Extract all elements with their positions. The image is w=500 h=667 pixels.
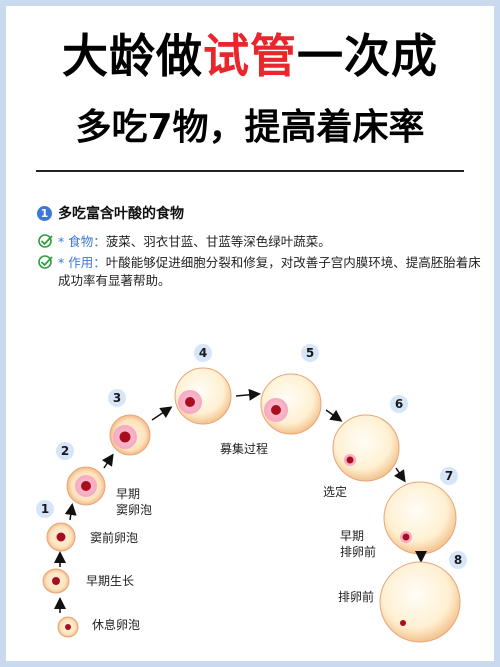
follicle-stage-5 — [260, 373, 322, 435]
check-icon — [38, 255, 53, 269]
stage-badge-2: 2 — [56, 442, 74, 460]
label-preantral: 窦前卵泡 — [90, 531, 139, 545]
follicle-stage-7 — [383, 481, 457, 555]
follicle-stage-3 — [109, 414, 151, 456]
follicle-early-growth — [42, 568, 70, 594]
follicle-stage-8 — [379, 561, 461, 643]
check-icon — [38, 234, 53, 248]
label-recruitment: 募集过程 — [220, 442, 269, 456]
stage-badge-1: 1 — [36, 500, 54, 518]
title-highlight: 试管 — [203, 29, 297, 83]
stage-badge-8: 8 — [449, 551, 467, 569]
follicle-diagram — [42, 367, 461, 643]
page-title: 大龄做试管一次成 — [62, 29, 438, 83]
section-number-badge: 1 — [37, 206, 52, 221]
label-early-growth: 早期生长 — [86, 574, 135, 588]
stage-badge-5: 5 — [301, 344, 319, 362]
stage-badge-4: 4 — [194, 344, 212, 362]
stage-badge-3: 3 — [108, 389, 126, 407]
divider — [36, 170, 464, 172]
page-subtitle: 多吃7物，提高着床率 — [75, 107, 425, 148]
label-preovulatory: 排卵前 — [338, 590, 375, 604]
follicle-stage-4 — [174, 367, 232, 425]
stage-badge-7: 7 — [440, 467, 458, 485]
follicle-resting — [57, 616, 79, 638]
stage-badge-6: 6 — [390, 395, 408, 413]
follicle-preantral — [46, 522, 76, 552]
follicle-early-antral — [66, 466, 106, 506]
bullet-effect: * 作用：叶酸能够促进细胞分裂和修复，对改善子宫内膜环境、提高胚胎着床成功率有显… — [38, 254, 481, 290]
bullet-food: * 食物：菠菜、羽衣甘蓝、甘蓝等深色绿叶蔬菜。 — [38, 233, 331, 251]
follicle-stage-6 — [332, 414, 400, 482]
label-preovulatory-early: 早期排卵前 — [340, 529, 377, 559]
label-resting: 休息卵泡 — [92, 618, 141, 632]
label-early-antral: 早期窦卵泡 — [116, 487, 153, 517]
label-selection: 选定 — [323, 485, 348, 499]
